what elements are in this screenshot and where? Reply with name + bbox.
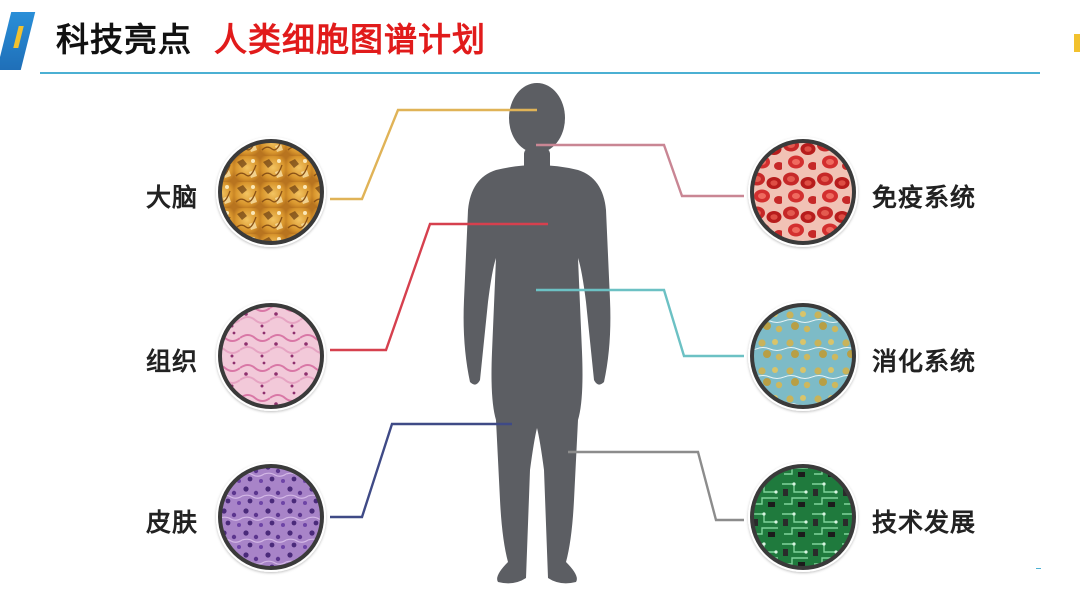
human-body-icon [463,83,611,584]
skin-cell-icon [216,462,326,572]
page-title: 科技亮点 [56,20,192,59]
corner-mark [1036,568,1041,569]
connector-line-2 [330,422,512,519]
label-skin: 皮肤 [146,508,199,537]
label-tissue: 组织 [146,347,199,376]
connector-line-4 [536,288,744,358]
label-technology-development: 技术发展 [872,508,977,537]
connector-line-3 [536,143,744,198]
label-digestive-system: 消化系统 [872,347,977,376]
connector-line-1 [330,222,548,352]
circuit-board-icon [748,462,858,572]
header: 科技亮点 人类细胞图谱计划 [56,12,486,62]
digestive-cell-icon [748,301,858,411]
label-immune-system: 免疫系统 [872,183,977,212]
header-divider [40,72,1040,74]
connector-lines [330,108,744,522]
tissue-cell-icon [216,301,326,411]
header-accent-marker [1074,34,1080,52]
connector-line-0 [330,108,537,201]
brain-cell-icon [216,137,326,247]
connector-line-5 [568,450,744,522]
immune-cell-icon [748,137,858,247]
cell-circles [216,137,858,572]
label-brain: 大脑 [146,183,199,212]
page-subtitle: 人类细胞图谱计划 [214,20,486,59]
